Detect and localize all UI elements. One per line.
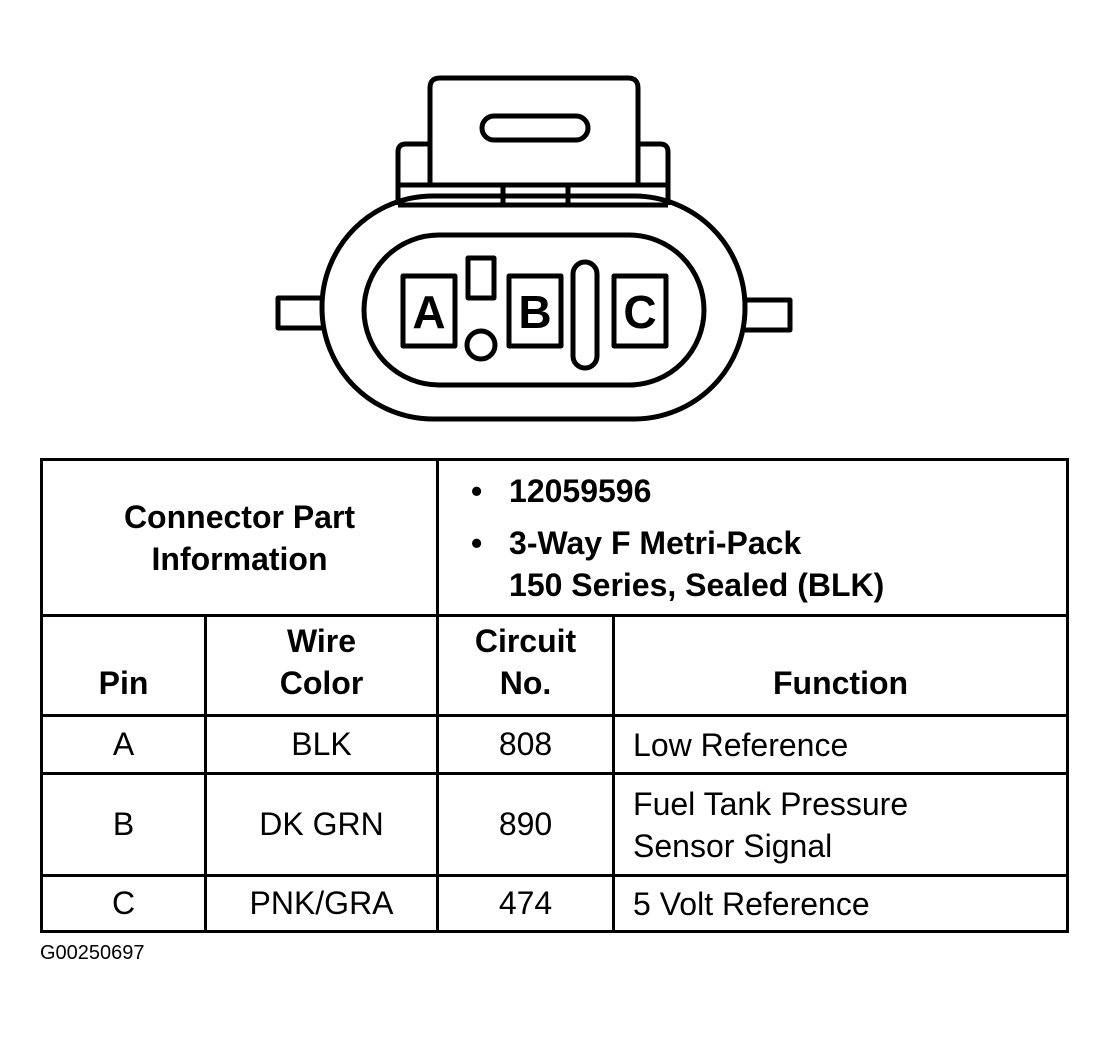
- table-row: B DK GRN 890 Fuel Tank Pressure Sensor S…: [40, 772, 1070, 877]
- pin-cavity-a: [400, 273, 458, 349]
- pin-cell: A: [40, 714, 207, 775]
- part-info-values: 12059596 3-Way F Metri-Pack 150 Series, …: [436, 458, 1070, 617]
- wire-color-cell: DK GRN: [203, 772, 440, 877]
- function-cell: Low Reference: [612, 714, 1070, 775]
- wire-color-cell: BLK: [203, 714, 440, 775]
- figure-code: G00250697: [40, 942, 145, 964]
- header-row: Pin Wire Color Circuit No. Function: [40, 614, 1070, 717]
- header-wire-color: Wire Color: [203, 614, 440, 717]
- pin-label-a: A: [412, 286, 445, 338]
- function-cell: 5 Volt Reference: [612, 874, 1070, 933]
- function-cell: Fuel Tank Pressure Sensor Signal: [612, 772, 1070, 877]
- circuit-cell: 890: [436, 772, 616, 877]
- connector-info-table: Connector Part Information 12059596 3-Wa…: [39, 458, 1070, 933]
- wire-color-cell: PNK/GRA: [203, 874, 440, 933]
- connector-diagram: A B C: [275, 75, 793, 422]
- right-ear: [745, 297, 793, 333]
- pin-cell: C: [40, 874, 207, 933]
- table-row: A BLK 808 Low Reference: [40, 714, 1070, 775]
- pin-cell: B: [40, 772, 207, 877]
- pin-label-c: C: [623, 286, 656, 338]
- pin-cavity-b: [506, 273, 564, 349]
- connector-shoulders: [395, 141, 671, 205]
- header-pin: Pin: [40, 614, 207, 717]
- part-number: 12059596: [471, 470, 1066, 512]
- header-function: Function: [612, 614, 1070, 717]
- connector-latch: [427, 75, 641, 185]
- connector-face: [361, 232, 707, 388]
- part-description: 3-Way F Metri-Pack 150 Series, Sealed (B…: [471, 522, 1066, 606]
- polarization-key: [570, 259, 600, 371]
- header-circuit: Circuit No.: [436, 614, 616, 717]
- pin-cavity-c: [611, 273, 669, 349]
- locator-hole: [464, 328, 498, 362]
- locator-post: [465, 255, 497, 301]
- circuit-cell: 808: [436, 714, 616, 775]
- latch-slot: [479, 113, 591, 143]
- connector-body: [319, 193, 748, 422]
- left-ear: [275, 295, 322, 331]
- table-row: C PNK/GRA 474 5 Volt Reference: [40, 874, 1070, 933]
- pin-label-b: B: [518, 286, 551, 338]
- part-info-label: Connector Part Information: [39, 458, 440, 617]
- part-info-row: Connector Part Information 12059596 3-Wa…: [39, 458, 1070, 617]
- circuit-cell: 474: [436, 874, 616, 933]
